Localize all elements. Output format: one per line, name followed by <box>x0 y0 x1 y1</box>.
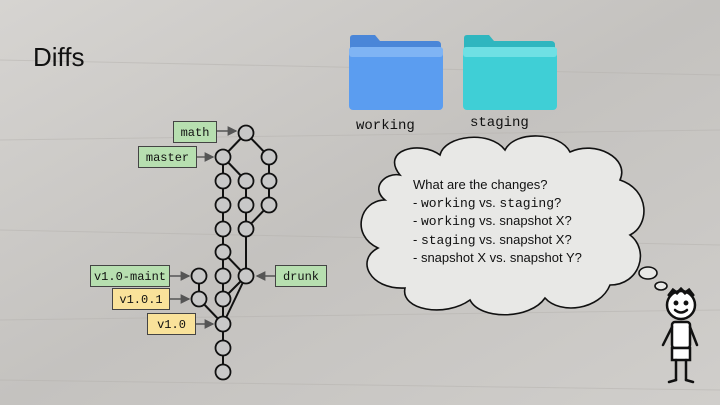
commit-node <box>237 220 255 238</box>
commit-node <box>214 267 232 285</box>
text-run: What are the changes? <box>413 177 548 192</box>
code-text: staging <box>420 232 476 248</box>
commit-node <box>214 363 232 381</box>
code-text: working <box>420 195 476 211</box>
commit-node <box>214 220 232 238</box>
ref-label-drunk: drunk <box>275 265 327 287</box>
commit-node <box>237 172 255 190</box>
ref-arrows <box>169 126 275 329</box>
commit-node <box>214 339 232 357</box>
staging-folder-label: staging <box>470 115 529 131</box>
commit-node <box>260 148 278 166</box>
text-run: - <box>413 213 421 228</box>
ref-label-v1-0-maint: v1.0-maint <box>90 265 170 287</box>
working-folder-icon <box>349 35 443 110</box>
commit-node <box>237 267 255 285</box>
commit-node <box>237 124 255 142</box>
stick-figure-icon <box>661 286 699 384</box>
ref-label-master: master <box>138 146 197 168</box>
thought-text: What are the changes? - working vs. stagi… <box>413 176 582 267</box>
thought-line: - snapshot X vs. snapshot Y? <box>413 249 582 267</box>
tag-label-v1-0-1: v1.0.1 <box>112 288 170 310</box>
commit-node <box>214 290 232 308</box>
commit-node <box>260 172 278 190</box>
commit-node <box>214 315 232 333</box>
commit-node <box>190 267 208 285</box>
thought-line: - working vs. snapshot X? <box>413 212 582 231</box>
working-folder-label: working <box>356 118 415 134</box>
text-run: vs. <box>475 194 500 210</box>
thought-line: What are the changes? <box>413 176 582 194</box>
commit-node <box>214 148 232 166</box>
tag-label-v1-0: v1.0 <box>147 313 196 335</box>
commit-node <box>214 243 232 261</box>
slide-title: Diffs <box>33 42 85 72</box>
ref-label-math: math <box>173 121 217 143</box>
commit-node <box>260 196 278 214</box>
staging-folder-icon <box>463 35 557 110</box>
text-run: - snapshot X vs. snapshot Y? <box>413 250 582 265</box>
text-run: - <box>413 194 421 210</box>
commit-node <box>214 196 232 214</box>
commit-node <box>237 196 255 214</box>
code-text: staging <box>499 195 555 211</box>
text-run: - <box>413 231 421 247</box>
thought-line: - working vs. staging? <box>413 194 582 213</box>
text-run: ? <box>554 194 562 210</box>
text-run: vs. snapshot X? <box>475 231 572 247</box>
commit-node <box>214 172 232 190</box>
thought-line: - staging vs. snapshot X? <box>413 231 582 250</box>
code-text: working <box>420 214 476 229</box>
text-run: vs. snapshot X? <box>475 213 572 228</box>
commit-node <box>190 290 208 308</box>
commit-nodes <box>190 124 278 381</box>
